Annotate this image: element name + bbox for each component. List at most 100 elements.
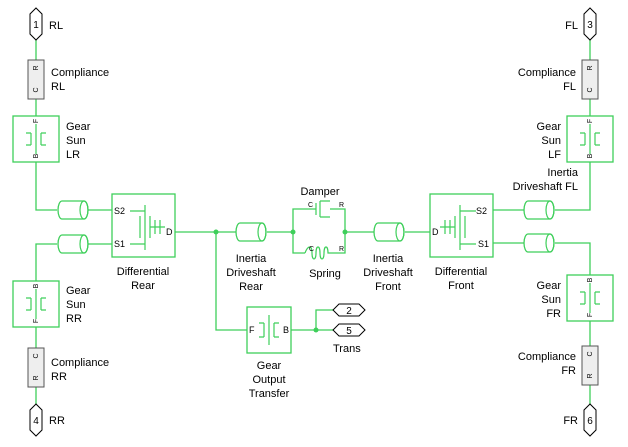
gear-sun-lf-port-f: F bbox=[587, 119, 594, 123]
gear-sun-lr-label-1: Gear bbox=[66, 121, 91, 133]
gear-output-transfer-icon bbox=[259, 315, 279, 345]
inertia-fl-label-2: Driveshaft FL bbox=[513, 181, 578, 193]
gear-sun-rr-label-1: Gear bbox=[66, 285, 91, 297]
compliance-rr-label-2: RR bbox=[51, 371, 67, 383]
differential-front-block[interactable]: S2 S1 D Differential Front bbox=[429, 193, 494, 292]
inertia-driveshaft-front-block[interactable]: Inertia Driveshaft Front bbox=[363, 222, 413, 293]
gear-sun-lf-icon bbox=[580, 124, 600, 154]
gear-sun-fr-icon bbox=[580, 283, 600, 313]
gear-output-transfer-block[interactable]: F B Gear Output Transfer bbox=[246, 306, 292, 400]
port-trans-2-number: 2 bbox=[346, 306, 352, 317]
compliance-fr-block[interactable]: C R Compliance FR bbox=[518, 345, 599, 386]
gear-sun-rr-block[interactable]: B F Gear Sun RR bbox=[12, 280, 91, 328]
connection-lines bbox=[35, 37, 591, 404]
compliance-fr-label-1: Compliance bbox=[518, 351, 576, 363]
port-trans-5-label: Trans bbox=[333, 343, 361, 355]
port-trans-5[interactable]: 5 Trans bbox=[332, 323, 366, 355]
port-rl[interactable]: 1 RL bbox=[29, 7, 63, 41]
compliance-rl-port-r: R bbox=[33, 65, 40, 70]
differential-front-label-1: Differential bbox=[435, 266, 487, 278]
gear-sun-fr-port-f: F bbox=[587, 313, 594, 317]
inertia-rear-label-3: Rear bbox=[239, 281, 263, 293]
gear-sun-lf-label-2: Sun bbox=[541, 135, 561, 147]
compliance-fl-block[interactable]: R C Compliance FL bbox=[518, 59, 599, 100]
compliance-rl-block[interactable]: R C Compliance RL bbox=[27, 59, 109, 100]
compliance-rl-label-2: RL bbox=[51, 81, 65, 93]
port-trans-5-number: 5 bbox=[346, 326, 352, 337]
compliance-fr-port-r: R bbox=[587, 373, 594, 378]
inertia-driveshaft-fl-block[interactable]: Inertia Driveshaft FL bbox=[513, 167, 579, 220]
gear-sun-rr-label-2: Sun bbox=[66, 299, 86, 311]
inertia-fl-label-1: Inertia bbox=[547, 167, 578, 179]
compliance-rr-label-1: Compliance bbox=[51, 357, 109, 369]
port-fr-number: 6 bbox=[587, 416, 593, 427]
inertia-front-label-1: Inertia bbox=[373, 253, 404, 265]
differential-front-icon bbox=[440, 205, 476, 250]
gear-sun-lr-port-b: B bbox=[33, 153, 40, 158]
compliance-rl-label-1: Compliance bbox=[51, 67, 109, 79]
damper-block[interactable]: C R Damper bbox=[300, 186, 344, 218]
port-fl-number: 3 bbox=[587, 20, 593, 31]
gear-sun-lr-block[interactable]: F B Gear Sun LR bbox=[12, 115, 91, 163]
port-fl[interactable]: 3 FL bbox=[565, 7, 597, 41]
spring-port-c: C bbox=[309, 246, 314, 253]
spring-port-r: R bbox=[339, 246, 344, 253]
compliance-rr-block[interactable]: C R Compliance RR bbox=[27, 347, 109, 388]
differential-front-port-s2: S2 bbox=[476, 206, 487, 216]
port-rr[interactable]: 4 RR bbox=[29, 403, 65, 437]
compliance-fl-label-1: Compliance bbox=[518, 67, 576, 79]
differential-rear-block[interactable]: S2 S1 D Differential Rear bbox=[111, 193, 176, 292]
inertia-rear-label-1: Inertia bbox=[236, 253, 267, 265]
inertia-fr-block[interactable] bbox=[523, 233, 555, 253]
inertia-front-label-3: Front bbox=[375, 281, 401, 293]
gear-sun-lf-block[interactable]: F B Gear Sun LF bbox=[537, 115, 614, 163]
inertia-driveshaft-rear-block[interactable]: Inertia Driveshaft Rear bbox=[226, 222, 276, 293]
gear-sun-rr-port-f: F bbox=[33, 319, 40, 323]
differential-rear-icon bbox=[130, 205, 165, 250]
inertia-front-label-2: Driveshaft bbox=[363, 267, 413, 279]
port-fr-label: FR bbox=[563, 415, 578, 427]
differential-rear-port-s1: S1 bbox=[114, 239, 125, 249]
gear-output-port-b: B bbox=[283, 325, 289, 335]
gear-sun-lr-icon bbox=[26, 124, 46, 154]
differential-rear-label-2: Rear bbox=[131, 280, 155, 292]
differential-rear-port-s2: S2 bbox=[114, 206, 125, 216]
compliance-rr-port-r: R bbox=[33, 375, 40, 380]
compliance-fr-port-c: C bbox=[587, 351, 594, 356]
damper-label: Damper bbox=[300, 186, 339, 198]
compliance-fr-label-2: FR bbox=[561, 365, 576, 377]
differential-front-label-2: Front bbox=[448, 280, 474, 292]
compliance-fl-port-c: C bbox=[587, 87, 594, 92]
gear-output-label-1: Gear bbox=[257, 360, 282, 372]
port-rl-label: RL bbox=[49, 20, 63, 32]
gear-sun-fr-block[interactable]: B F Gear Sun FR bbox=[537, 274, 614, 322]
damper-port-r: R bbox=[339, 202, 344, 209]
port-fr[interactable]: 6 FR bbox=[563, 403, 597, 437]
port-rr-label: RR bbox=[49, 415, 65, 427]
port-trans-2[interactable]: 2 bbox=[332, 303, 366, 317]
compliance-rl-port-c: C bbox=[33, 87, 40, 92]
differential-front-port-d: D bbox=[432, 227, 439, 237]
spring-block[interactable]: C R Spring bbox=[304, 246, 344, 280]
damper-port-c: C bbox=[308, 202, 313, 209]
port-fl-label: FL bbox=[565, 20, 578, 32]
differential-rear-label-1: Differential bbox=[117, 266, 169, 278]
gear-sun-fr-label-3: FR bbox=[546, 308, 561, 320]
gear-sun-lr-label-3: LR bbox=[66, 149, 80, 161]
gear-sun-lr-port-f: F bbox=[33, 119, 40, 123]
gear-sun-fr-label-2: Sun bbox=[541, 294, 561, 306]
gear-sun-lf-port-b: B bbox=[587, 153, 594, 158]
gear-sun-fr-label-1: Gear bbox=[537, 280, 562, 292]
gear-sun-fr-port-b: B bbox=[587, 277, 594, 282]
inertia-rear-label-2: Driveshaft bbox=[226, 267, 276, 279]
compliance-fl-port-r: R bbox=[587, 65, 594, 70]
gear-output-label-3: Transfer bbox=[249, 388, 290, 400]
gear-sun-rr-port-b: B bbox=[33, 283, 40, 288]
inertia-rr-block[interactable] bbox=[57, 234, 89, 254]
gear-sun-lf-label-1: Gear bbox=[537, 121, 562, 133]
gear-output-label-2: Output bbox=[252, 374, 285, 386]
port-rr-number: 4 bbox=[33, 416, 39, 427]
inertia-lr-block[interactable] bbox=[57, 200, 89, 220]
differential-front-port-s1: S1 bbox=[478, 239, 489, 249]
